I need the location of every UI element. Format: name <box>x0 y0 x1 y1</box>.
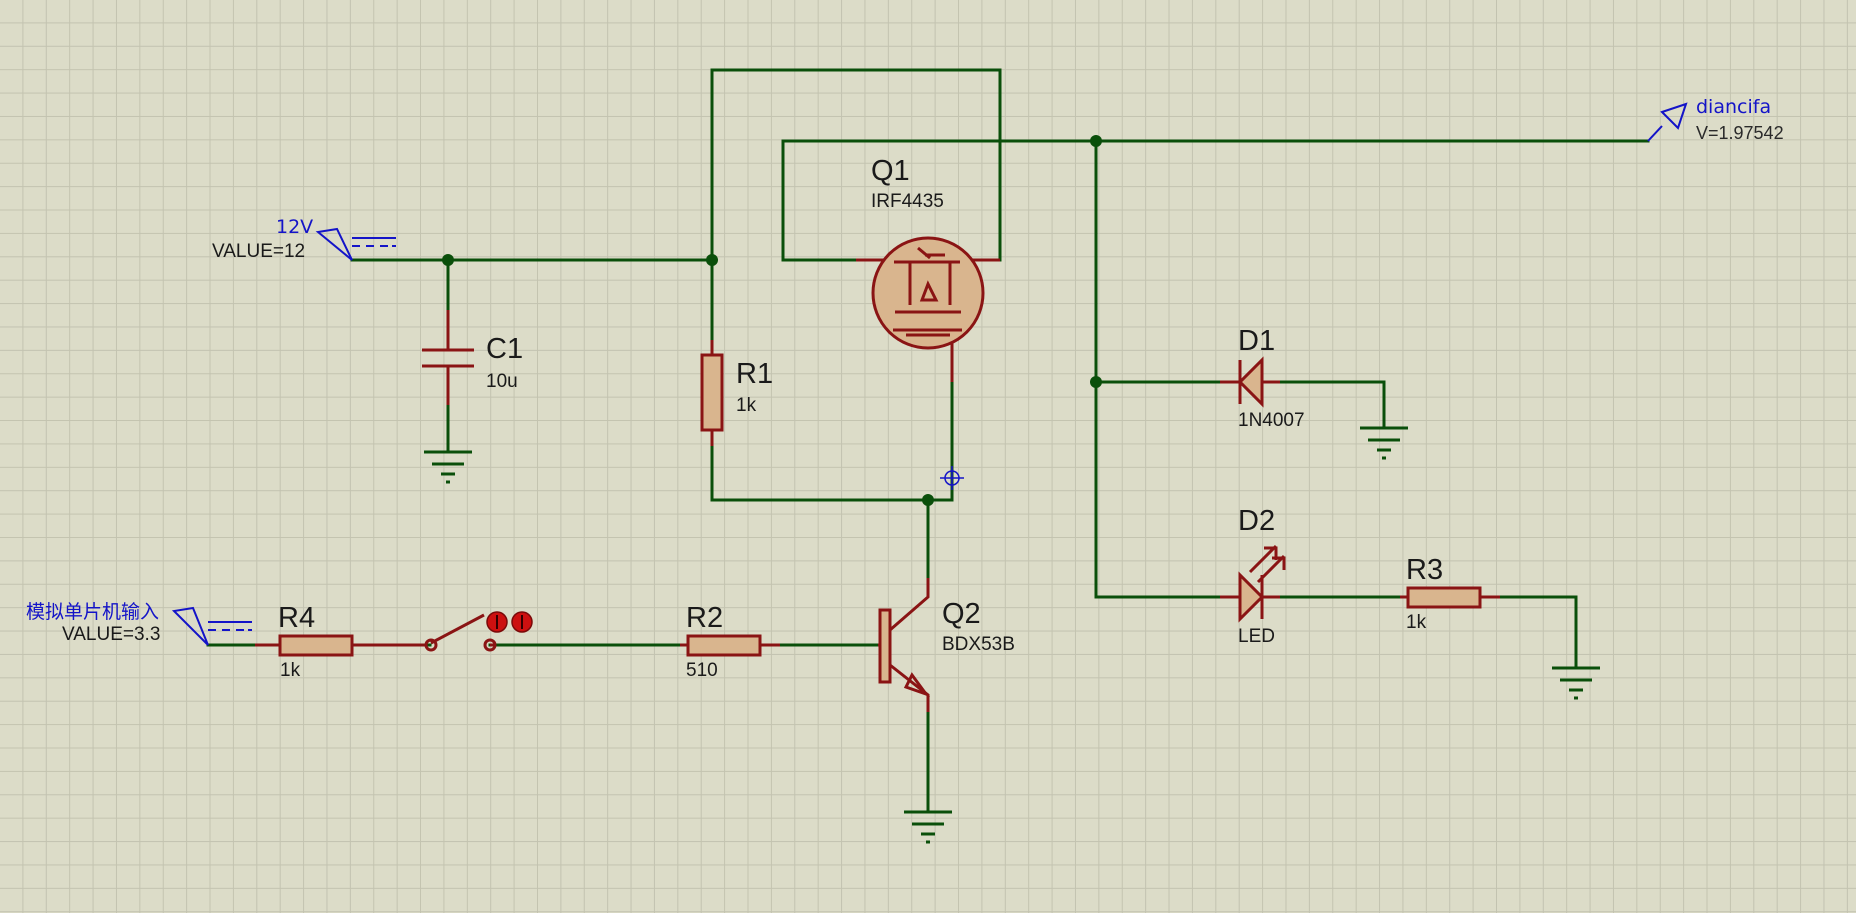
terminal-name: 12V <box>276 216 313 238</box>
ground-icon <box>424 450 472 484</box>
terminal-mcu-input[interactable]: 模拟单片机输入 VALUE=3.3 <box>26 601 252 646</box>
component-ref: R3 <box>1406 554 1443 586</box>
resistor-r1[interactable]: R1 1k <box>700 340 773 446</box>
probe-arrow-icon <box>1647 102 1688 142</box>
capacitor-c1[interactable]: C1 10u <box>422 310 523 484</box>
component-value: 10u <box>486 371 518 392</box>
component-ref: R4 <box>278 602 315 634</box>
dc-source-icon <box>352 237 396 247</box>
terminal-12v[interactable]: 12V VALUE=12 <box>212 216 396 262</box>
ground-q2 <box>904 810 952 844</box>
terminal-name: 模拟单片机输入 <box>26 601 159 623</box>
component-value: BDX53B <box>942 634 1015 655</box>
ground-icon <box>1552 666 1600 700</box>
junction-dot <box>1090 135 1102 147</box>
switch-toggle-indicator-icon[interactable] <box>486 611 533 633</box>
junction-dot <box>442 254 454 266</box>
ground-icon <box>1360 426 1408 460</box>
junction-dots <box>442 135 1102 506</box>
junction-dot <box>1090 376 1102 388</box>
terminal-value: VALUE=12 <box>212 241 305 262</box>
resistor-r3[interactable]: R3 1k <box>1400 554 1500 633</box>
transistor-q2[interactable]: Q2 BDX53B <box>878 578 1015 712</box>
voltage-probe-diancifa[interactable]: diancifa V=1.97542 <box>1647 96 1784 143</box>
ground-icon <box>904 810 952 844</box>
light-emission-icon <box>1248 544 1286 584</box>
probe-name: diancifa <box>1696 96 1771 118</box>
probe-reading: V=1.97542 <box>1696 123 1784 143</box>
terminal-arrow-icon <box>315 227 353 261</box>
component-value: 1N4007 <box>1238 410 1305 431</box>
cursor-crosshair-icon <box>940 466 964 490</box>
component-ref: D2 <box>1238 505 1275 537</box>
component-value: IRF4435 <box>871 191 944 212</box>
component-value: 510 <box>686 660 718 681</box>
resistor-r4[interactable]: R4 1k <box>255 602 355 681</box>
mosfet-q1[interactable]: Q1 IRF4435 <box>856 155 1000 382</box>
component-value: 1k <box>736 395 757 416</box>
component-ref: R1 <box>736 358 773 390</box>
led-d2[interactable]: D2 LED <box>1220 505 1286 647</box>
dc-source-icon <box>208 621 252 631</box>
junction-dot <box>922 494 934 506</box>
component-value: 1k <box>280 660 301 681</box>
component-ref: D1 <box>1238 325 1275 357</box>
component-ref: C1 <box>486 333 523 365</box>
diode-d1[interactable]: D1 1N4007 <box>1220 325 1305 431</box>
component-value: LED <box>1238 626 1275 647</box>
component-ref: Q1 <box>871 155 910 187</box>
toggle-switch[interactable] <box>355 611 533 652</box>
component-ref: R2 <box>686 602 723 634</box>
ground-d1 <box>1360 426 1408 460</box>
component-ref: Q2 <box>942 598 981 630</box>
resistor-r2[interactable]: R2 510 <box>680 602 780 681</box>
ground-r3 <box>1552 666 1600 700</box>
component-value: 1k <box>1406 612 1427 633</box>
terminal-value: VALUE=3.3 <box>62 624 160 645</box>
junction-dot <box>706 254 718 266</box>
terminal-arrow-icon <box>171 606 209 646</box>
